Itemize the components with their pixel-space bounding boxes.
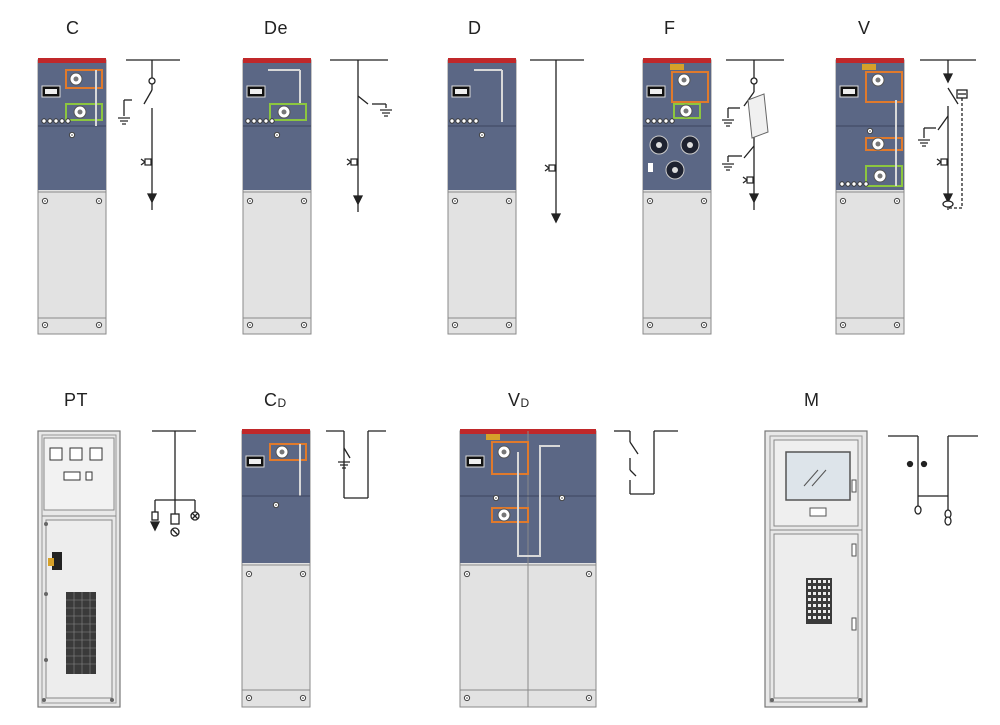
label-m: M [804, 390, 820, 410]
schematic-de [330, 59, 393, 212]
schematic-f [721, 59, 784, 210]
panel-de [242, 58, 312, 335]
schematic-vd [614, 430, 678, 495]
panel-cd [241, 429, 311, 708]
label-vd: VD [508, 390, 530, 410]
schematic-c [117, 59, 180, 210]
panel-c [37, 58, 107, 335]
schematic-m [888, 435, 978, 526]
label-c: C [66, 18, 80, 38]
panel-v [835, 58, 905, 335]
label-v: V [858, 18, 871, 38]
label-cd: CD [264, 390, 287, 410]
panel-f [642, 58, 712, 335]
label-f: F [664, 18, 676, 38]
label-d: D [468, 18, 482, 38]
schematic-v [917, 59, 976, 210]
panel-m [764, 430, 868, 708]
schematic-d [530, 59, 584, 223]
schematic-pt [150, 430, 200, 537]
panel-vd [459, 429, 597, 708]
panel-pt [37, 430, 121, 708]
label-de: De [264, 18, 289, 38]
panel-d [447, 58, 517, 335]
schematic-cd [326, 430, 386, 499]
label-pt: PT [64, 390, 89, 410]
